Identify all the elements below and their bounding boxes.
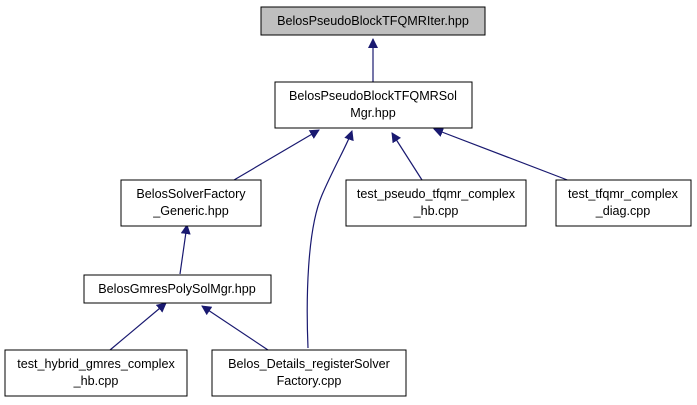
edge-gmrespoly-to-factory bbox=[179, 224, 191, 275]
node-label-line-1: test_hybrid_gmres_complex bbox=[17, 357, 175, 371]
edge-pseudo-hb-to-solmgr bbox=[391, 132, 423, 181]
node-box bbox=[211, 349, 407, 397]
node-belos-pseudo-block-tfqmr-iter: BelosPseudoBlockTFQMRIter.hpp bbox=[260, 6, 486, 36]
node-label-line-2: _hb.cpp bbox=[413, 204, 459, 218]
edge-path bbox=[391, 132, 423, 181]
node-belos-pseudo-block-tfqmr-solmgr[interactable]: BelosPseudoBlockTFQMRSol Mgr.hpp bbox=[274, 81, 473, 129]
edge-path bbox=[109, 302, 167, 351]
edge-tfqmr-diag-to-solmgr bbox=[433, 127, 571, 182]
node-label-line-1: test_pseudo_tfqmr_complex bbox=[357, 187, 516, 201]
edge-hybrid-hb-to-gmrespoly bbox=[109, 302, 167, 351]
node-belos-solver-factory-generic[interactable]: BelosSolverFactory _Generic.hpp bbox=[120, 179, 262, 227]
node-box bbox=[274, 81, 473, 129]
node-box bbox=[4, 349, 188, 397]
node-box bbox=[83, 274, 272, 304]
edge-register-to-gmrespoly bbox=[201, 305, 269, 351]
node-box bbox=[345, 179, 527, 227]
node-label-line-1: Belos_Details_registerSolver bbox=[228, 357, 390, 371]
node-label-line-1: BelosPseudoBlockTFQMRIter.hpp bbox=[277, 14, 469, 28]
node-test-pseudo-tfqmr-complex-hb[interactable]: test_pseudo_tfqmr_complex _hb.cpp bbox=[345, 179, 527, 227]
node-test-hybrid-gmres-complex-hb[interactable]: test_hybrid_gmres_complex _hb.cpp bbox=[4, 349, 188, 397]
node-label-line-1: BelosGmresPolySolMgr.hpp bbox=[98, 282, 256, 296]
edge-path bbox=[306, 130, 354, 349]
edges-layer bbox=[109, 38, 571, 351]
node-box bbox=[260, 6, 486, 36]
edge-register-to-solmgr bbox=[306, 130, 354, 349]
edge-path bbox=[179, 224, 191, 275]
node-belos-details-register-solver-factory[interactable]: Belos_Details_registerSolver Factory.cpp bbox=[211, 349, 407, 397]
node-label-line-2: Mgr.hpp bbox=[350, 106, 396, 120]
node-label-line-2: _hb.cpp bbox=[73, 374, 119, 388]
edge-path bbox=[233, 129, 320, 181]
node-test-tfqmr-complex-diag[interactable]: test_tfqmr_complex _diag.cpp bbox=[555, 179, 692, 227]
nodes-layer: BelosPseudoBlockTFQMRIter.hpp BelosPseud… bbox=[4, 6, 692, 397]
edge-path bbox=[433, 127, 571, 182]
edge-path bbox=[201, 305, 269, 351]
node-label-line-1: BelosSolverFactory bbox=[136, 187, 246, 201]
node-label-line-2: _diag.cpp bbox=[595, 204, 651, 218]
node-label-line-2: _Generic.hpp bbox=[152, 204, 229, 218]
node-box bbox=[555, 179, 692, 227]
node-box bbox=[120, 179, 262, 227]
node-label-line-1: test_tfqmr_complex bbox=[568, 187, 679, 201]
node-label-line-2: Factory.cpp bbox=[277, 374, 342, 388]
edge-factory-to-solmgr bbox=[233, 129, 320, 181]
node-label-line-1: BelosPseudoBlockTFQMRSol bbox=[289, 89, 457, 103]
node-belos-gmres-poly-solmgr[interactable]: BelosGmresPolySolMgr.hpp bbox=[83, 274, 272, 304]
